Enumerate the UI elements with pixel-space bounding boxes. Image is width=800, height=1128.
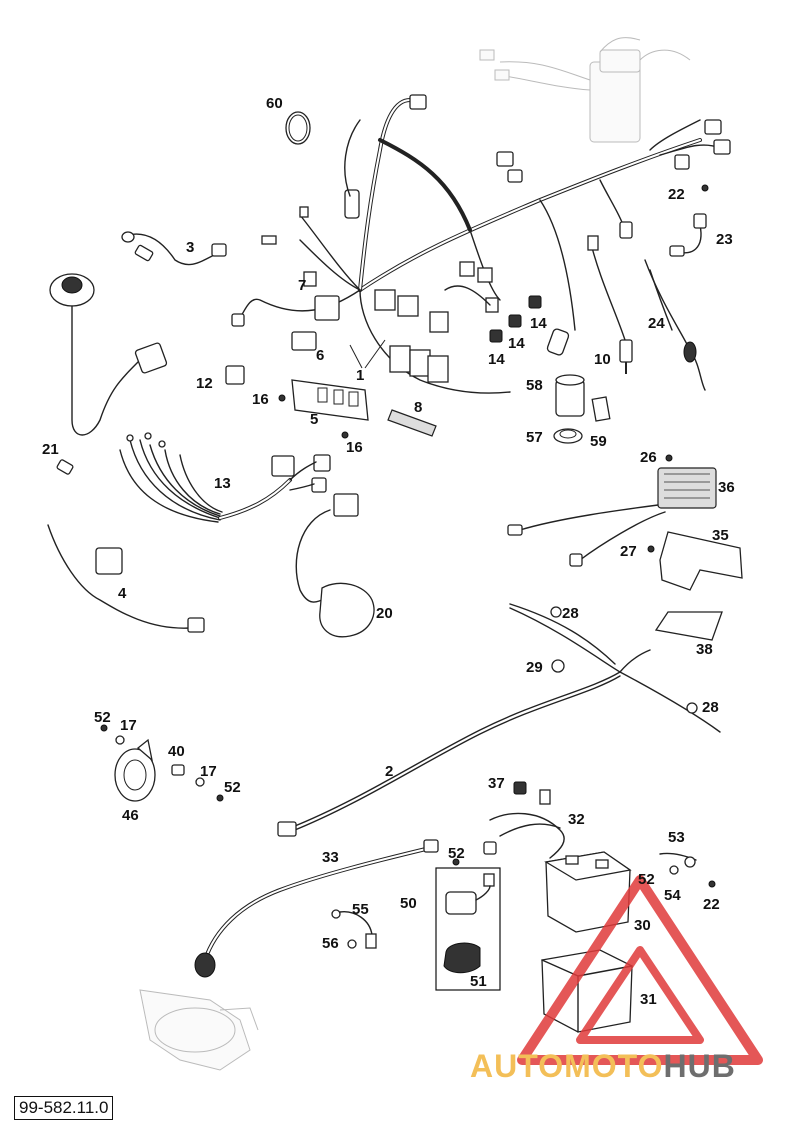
cable-2 [277,671,621,837]
label-32: 32 [568,811,585,828]
label-50: 50 [400,895,417,912]
label-31: 31 [640,991,657,1008]
label-3: 3 [186,239,194,256]
label-22a: 22 [668,186,685,203]
label-28b: 28 [702,699,719,716]
label-30: 30 [634,917,651,934]
label-37: 37 [488,775,505,792]
label-24: 24 [648,315,665,332]
label-5: 5 [310,411,318,428]
hose-clamp-60 [285,111,311,145]
relay-bracket-5 [278,379,369,439]
label-51: 51 [470,973,487,990]
cdi-unit-ghost [479,37,691,143]
insulator-plate-38 [654,611,723,641]
battery-terminals-53-54 [659,852,716,888]
pickup-coil-cable [49,273,168,475]
label-23: 23 [716,231,733,248]
label-36: 36 [718,479,735,496]
label-16a: 16 [252,391,269,408]
switch-4 [47,524,205,633]
starter-cable-33 [194,839,439,978]
label-52c: 52 [448,845,465,862]
cable-32 [483,781,565,859]
label-55: 55 [352,901,369,918]
starter-motor-ghost [139,989,259,1071]
label-60: 60 [266,95,283,112]
label-33: 33 [322,849,339,866]
regulator-bracket-35 [659,531,743,591]
label-57: 57 [526,429,543,446]
horn-46 [100,724,224,802]
label-7: 7 [298,277,306,294]
condenser-57-58-59 [553,374,611,444]
label-29: 29 [526,659,543,676]
label-14a: 14 [530,315,547,332]
label-52a: 52 [94,709,111,726]
label-13: 13 [214,475,231,492]
label-52b: 52 [224,779,241,796]
relays-6-7-12 [225,271,317,385]
label-27: 27 [620,543,637,560]
wire-55-56 [331,909,377,949]
label-21: 21 [42,441,59,458]
label-52d: 52 [638,871,655,888]
label-12: 12 [196,375,213,392]
cable-23 [669,184,709,257]
label-58: 58 [526,377,543,394]
voltage-regulator-36 [507,454,717,567]
label-10: 10 [594,351,611,368]
label-54: 54 [664,887,681,904]
label-17b: 17 [200,763,217,780]
watermark-logo: AUTOMOTOHUB [470,875,763,1084]
label-20: 20 [376,605,393,622]
battery-30 [544,851,632,933]
label-6: 6 [316,347,324,364]
label-14b: 14 [508,335,525,352]
label-26: 26 [640,449,657,466]
drawing-number: 99-582.11.0 [14,1096,114,1120]
label-46: 46 [122,807,139,824]
main-wiring-harness [231,94,731,394]
watermark-part1: AUTOMOTO [470,1048,663,1084]
watermark-part2: HUB [663,1048,735,1084]
label-8: 8 [414,399,422,416]
watermark-text: AUTOMOTOHUB [470,1048,736,1084]
oil-pressure-switch-10 [587,235,633,374]
label-14c: 14 [488,351,505,368]
label-17a: 17 [120,717,137,734]
label-35: 35 [712,527,729,544]
label-16b: 16 [346,439,363,456]
leader-lines [349,339,386,369]
loom-13 [119,432,331,523]
starter-relay-box [435,858,501,991]
label-59: 59 [590,433,607,450]
label-2: 2 [385,763,393,780]
label-53: 53 [668,829,685,846]
label-1: 1 [356,367,364,384]
label-28a: 28 [562,605,579,622]
label-22b: 22 [703,896,720,913]
connectors-14 [489,295,542,343]
label-56: 56 [322,935,339,952]
label-38: 38 [696,641,713,658]
cable-24 [644,259,706,391]
label-4: 4 [118,585,127,602]
label-40: 40 [168,743,185,760]
protective-sleeve-8 [387,409,437,437]
sensor-cable-3 [121,231,227,266]
part-labels: 1 2 3 4 5 6 7 8 10 12 13 14 14 14 16 16 … [42,95,735,1008]
handlebar-switch-20 [295,493,375,638]
